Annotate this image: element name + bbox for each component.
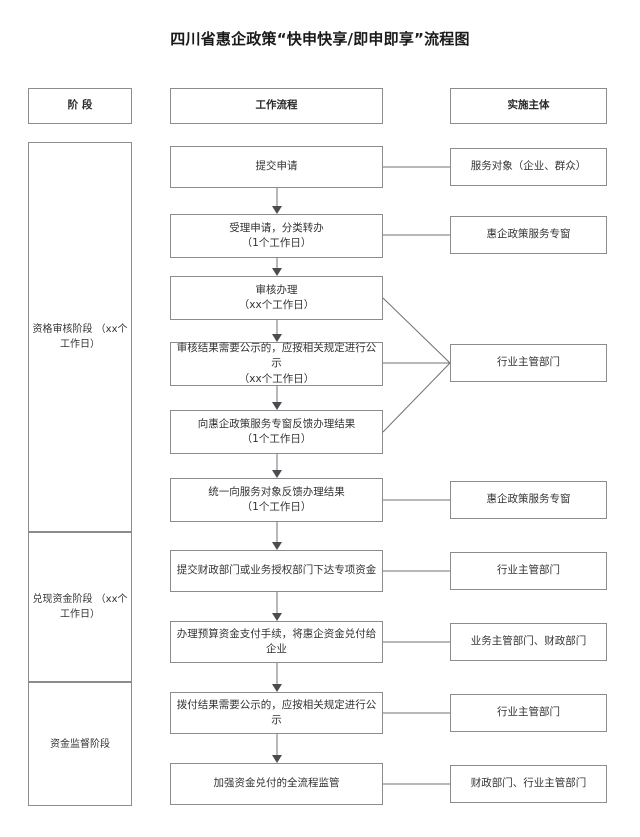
step-label-2-line2: （xx个工作日）	[238, 299, 315, 311]
step-box-2-accept-and-route[interactable]: 受理申请，分类转办 （1个工作日）	[170, 214, 383, 258]
stage-name-1: 兑现资金阶段	[32, 594, 93, 605]
vertical-arrow-1-2	[272, 188, 282, 214]
stage-name-0: 资格审核阶段	[32, 324, 93, 335]
step-box-3-review-processing[interactable]: 审核办理 （xx个工作日）	[170, 276, 383, 320]
header-entity-label: 实施主体	[507, 99, 550, 112]
step-box-7-submit-special-funds[interactable]: 提交财政部门或业务授权部门下达专项资金	[170, 550, 383, 592]
entity-box-industry-authority-1[interactable]: 行业主管部门	[450, 344, 607, 382]
step-box-4-review-result-publicity[interactable]: 审核结果需要公示的，应按相关规定进行公示 （xx个工作日）	[170, 342, 383, 386]
entity-label-3: 惠企政策服务专窗	[486, 493, 571, 506]
stage-cell-fund-disbursement: 兑现资金阶段 （xx个工作日）	[28, 532, 132, 682]
step-label-8-line1: 拨付结果需要公示的，应按相关规定进行公示	[176, 698, 377, 726]
step-label-5-line1: 统一向服务对象反馈办理结果	[208, 485, 345, 498]
vertical-arrow-8-9	[272, 663, 282, 692]
link-step5-to-industry-authority	[382, 362, 451, 433]
stage-cell-fund-supervision: 资金监督阶段	[28, 682, 132, 806]
step-label-4-line1: 向惠企政策服务专窗反馈办理结果	[197, 417, 356, 430]
vertical-arrow-4-5	[272, 386, 282, 410]
step-box-9-disbursement-publicity[interactable]: 拨付结果需要公示的，应按相关规定进行公示	[170, 692, 383, 734]
entity-label-2: 行业主管部门	[497, 356, 560, 369]
step-label-9-line1: 加强资金兑付的全流程监管	[213, 777, 340, 790]
link-step3-to-industry-authority	[382, 297, 451, 364]
vertical-arrow-2-3	[272, 258, 282, 276]
vertical-arrow-7-8	[272, 592, 282, 621]
stage-duration-1: （xx个工作日）	[60, 594, 128, 620]
step-box-5-feedback-to-window[interactable]: 向惠企政策服务专窗反馈办理结果 （1个工作日）	[170, 410, 383, 454]
header-workflow: 工作流程	[170, 88, 383, 124]
page-title: 四川省惠企政策“快申快享/即申即享”流程图	[170, 30, 470, 48]
step-label-2-line1: 审核办理	[255, 283, 298, 296]
header-stage-label: 阶 段	[67, 99, 93, 112]
step-label-0-line1: 提交申请	[255, 160, 298, 173]
entity-box-service-object[interactable]: 服务对象（企业、群众）	[450, 148, 607, 186]
step-label-3-line1: 审核结果需要公示的，应按相关规定进行公示	[176, 342, 377, 370]
stage-name-2: 资金监督阶段	[50, 738, 110, 750]
step-label-1-line2: （1个工作日）	[241, 237, 312, 249]
entity-box-business-and-finance[interactable]: 业务主管部门、财政部门	[450, 623, 607, 661]
stage-cell-qualification-review: 资格审核阶段 （xx个工作日）	[28, 142, 132, 532]
entity-box-industry-authority-3[interactable]: 行业主管部门	[450, 694, 607, 732]
step-label-7-line1: 办理预算资金支付手续，将惠企资金兑付给企业	[176, 627, 377, 655]
entity-box-industry-authority-2[interactable]: 行业主管部门	[450, 552, 607, 590]
entity-box-finance-and-industry[interactable]: 财政部门、行业主管部门	[450, 765, 607, 803]
entity-label-5: 业务主管部门、财政部门	[470, 635, 587, 648]
step-box-6-feedback-to-applicant[interactable]: 统一向服务对象反馈办理结果 （1个工作日）	[170, 478, 383, 522]
step-box-8-budget-payment-procedures[interactable]: 办理预算资金支付手续，将惠企资金兑付给企业	[170, 621, 383, 663]
header-stage: 阶 段	[28, 88, 132, 124]
entity-label-0: 服务对象（企业、群众）	[470, 160, 587, 173]
step-box-1-submit-application[interactable]: 提交申请	[170, 146, 383, 188]
header-workflow-label: 工作流程	[255, 99, 298, 112]
entity-label-1: 惠企政策服务专窗	[486, 228, 571, 241]
vertical-arrow-3-4	[272, 320, 282, 342]
entity-label-4: 行业主管部门	[497, 564, 560, 577]
entity-box-policy-window-1[interactable]: 惠企政策服务专窗	[450, 216, 607, 254]
header-entity: 实施主体	[450, 88, 607, 124]
entity-label-7: 财政部门、行业主管部门	[470, 777, 587, 790]
vertical-arrow-9-10	[272, 734, 282, 763]
vertical-arrow-6-7	[272, 522, 282, 550]
entity-label-6: 行业主管部门	[497, 706, 560, 719]
step-label-1-line1: 受理申请，分类转办	[229, 221, 324, 234]
step-label-5-line2: （1个工作日）	[241, 501, 312, 513]
step-label-4-line2: （1个工作日）	[241, 433, 312, 445]
entity-box-policy-window-2[interactable]: 惠企政策服务专窗	[450, 481, 607, 519]
vertical-arrow-5-6	[272, 454, 282, 478]
step-label-6-line1: 提交财政部门或业务授权部门下达专项资金	[176, 564, 377, 577]
stage-duration-0: （xx个工作日）	[60, 324, 128, 350]
step-box-10-full-process-supervision[interactable]: 加强资金兑付的全流程监管	[170, 763, 383, 805]
step-label-3-line2: （xx个工作日）	[238, 372, 315, 385]
